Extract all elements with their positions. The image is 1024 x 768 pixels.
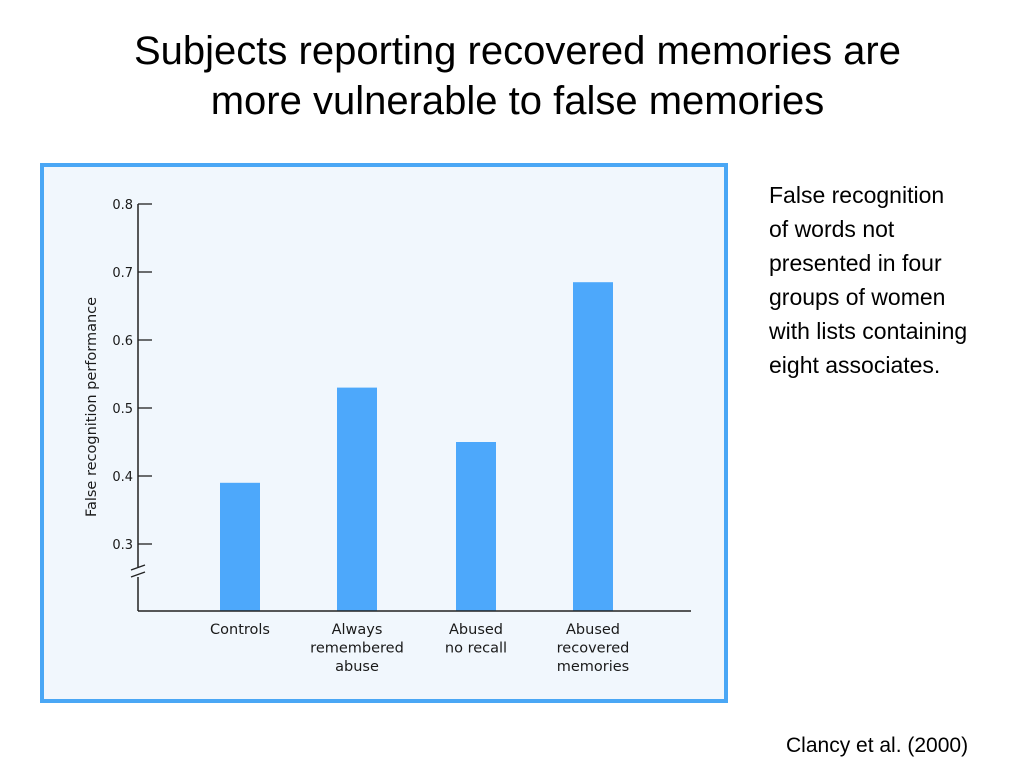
bar-2 <box>337 387 377 611</box>
side-note-line-6: eight associates. <box>769 352 941 378</box>
axes-group <box>130 204 691 612</box>
bar-4 <box>573 282 613 611</box>
x-category-label-4: Abused recovered memories <box>557 622 630 675</box>
bar-chart: 0.3 0.4 0.5 0.6 0.7 0.8 Controls Always remembe… <box>84 198 691 675</box>
axis-break-mark-2 <box>130 571 146 578</box>
y-tick-label-6: 0.8 <box>112 198 133 213</box>
x-category-label-4-line-3: memories <box>557 659 630 675</box>
y-ticks-group: 0.3 0.4 0.5 0.6 0.7 0.8 <box>112 198 152 553</box>
chart-panel: 0.3 0.4 0.5 0.6 0.7 0.8 Controls Always remembe… <box>40 163 728 703</box>
y-tick-label-5: 0.7 <box>112 266 133 281</box>
axis-break-mark-1 <box>130 564 146 571</box>
x-category-label-1-line-1: Controls <box>210 622 270 638</box>
side-note-line-2: of words not <box>769 216 895 242</box>
side-note-line-5: with lists containing <box>769 318 968 344</box>
side-note: False recognition of words not presented… <box>769 178 1019 382</box>
bars-group <box>220 282 613 611</box>
x-category-label-2-line-1: Always <box>332 622 383 638</box>
x-category-label-1: Controls <box>210 622 270 638</box>
y-tick-label-1: 0.3 <box>112 538 133 553</box>
y-axis-label: False recognition performance <box>84 297 100 517</box>
x-category-label-2-line-2: remembered <box>310 641 404 657</box>
side-note-line-1: False recognition <box>769 182 945 208</box>
side-note-line-3: presented in four <box>769 250 942 276</box>
x-categories-group: Controls Always remembered abuse Abused no re… <box>210 622 629 675</box>
slide-title: Subjects reporting recovered memories ar… <box>40 26 995 126</box>
x-category-label-3: Abused no recall <box>445 622 507 657</box>
x-category-label-2: Always remembered abuse <box>310 622 404 675</box>
y-tick-label-3: 0.5 <box>112 402 133 417</box>
bar-3 <box>456 442 496 611</box>
citation: Clancy et al. (2000) <box>786 734 969 757</box>
bar-1 <box>220 482 260 611</box>
x-category-label-4-line-2: recovered <box>557 641 630 657</box>
y-tick-label-4: 0.6 <box>112 334 133 349</box>
y-tick-label-2: 0.4 <box>112 470 133 485</box>
slide-title-line-1: Subjects reporting recovered memories ar… <box>133 29 901 73</box>
side-note-line-4: groups of women <box>769 284 946 310</box>
x-category-label-3-line-2: no recall <box>445 641 507 657</box>
x-category-label-3-line-1: Abused <box>449 622 503 638</box>
x-category-label-2-line-3: abuse <box>335 659 379 675</box>
slide-title-line-2: more vulnerable to false memories <box>210 79 825 123</box>
x-category-label-4-line-1: Abused <box>566 622 620 638</box>
